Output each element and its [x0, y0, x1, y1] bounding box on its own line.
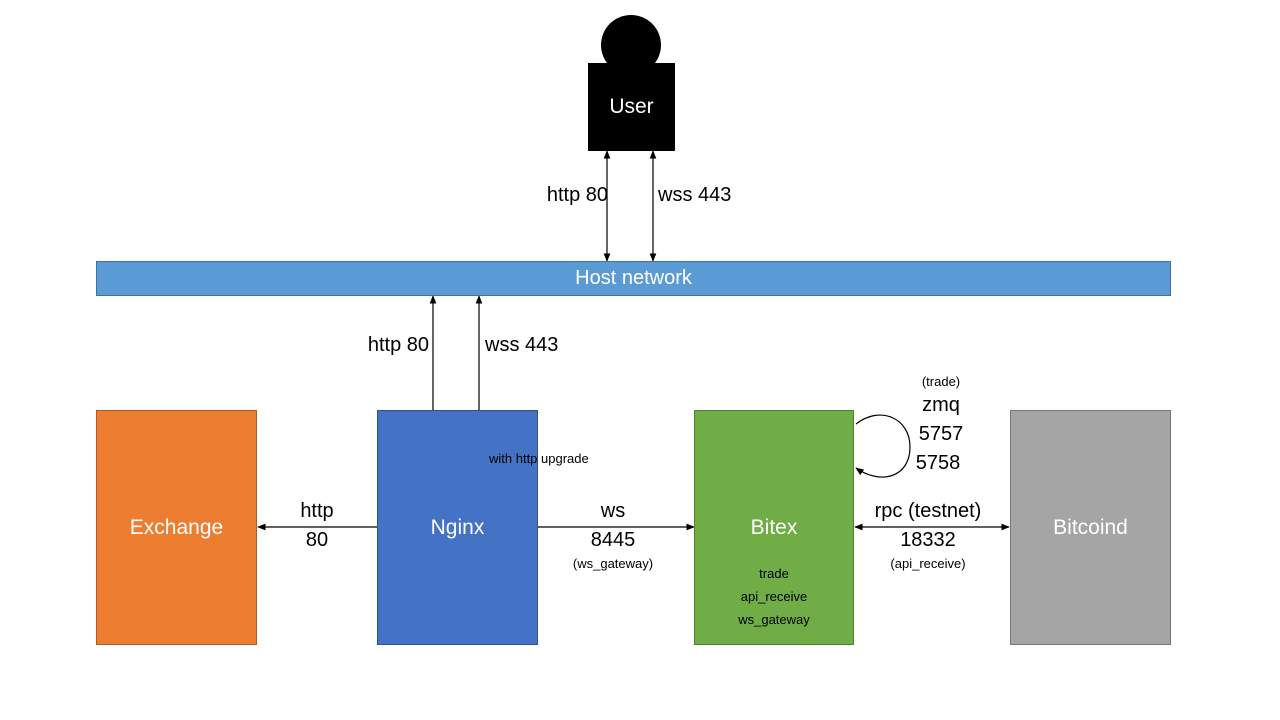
nginx-label: Nginx [430, 515, 485, 539]
exchange-label: Exchange [129, 515, 224, 539]
http-upgrade-note: with http upgrade [489, 451, 589, 466]
zmq-loop-arrow [855, 414, 911, 478]
zmq-port-5757: 5757 [918, 423, 964, 445]
exchange-http-label: http [300, 500, 334, 522]
user-label: User [609, 95, 654, 118]
user-node: User [588, 63, 675, 151]
ws-gateway-note: (ws_gateway) [572, 556, 654, 571]
nginx-wss-label: wss 443 [485, 334, 559, 356]
bitex-service-api-receive: api_receive [740, 589, 808, 604]
bitex-service-trade: trade [759, 566, 789, 581]
bitcoind-node: Bitcoind [1010, 410, 1171, 645]
bitex-label: Bitex [750, 515, 798, 539]
api-receive-note: (api_receive) [890, 556, 966, 571]
user-wss-label: wss 443 [658, 184, 732, 206]
bitcoind-label: Bitcoind [1053, 515, 1128, 539]
host-network-label: Host network [575, 267, 692, 289]
nginx-node: Nginx [377, 410, 538, 645]
ws-port-label: 8445 [590, 529, 636, 551]
rpc-port-label: 18332 [900, 529, 956, 551]
nginx-http-label: http 80 [367, 334, 429, 356]
zmq-port-5758: 5758 [915, 452, 961, 474]
user-http-label: http 80 [546, 184, 608, 206]
host-network-bar: Host network [96, 261, 1171, 296]
zmq-label: zmq [922, 394, 960, 416]
exchange-port-label: 80 [305, 529, 329, 551]
rpc-label: rpc (testnet) [874, 500, 982, 522]
zmq-trade-note: (trade) [921, 374, 961, 389]
bitex-service-ws-gateway: ws_gateway [738, 612, 810, 627]
bitex-node: Bitex [694, 410, 854, 645]
exchange-node: Exchange [96, 410, 257, 645]
ws-label: ws [600, 500, 626, 522]
